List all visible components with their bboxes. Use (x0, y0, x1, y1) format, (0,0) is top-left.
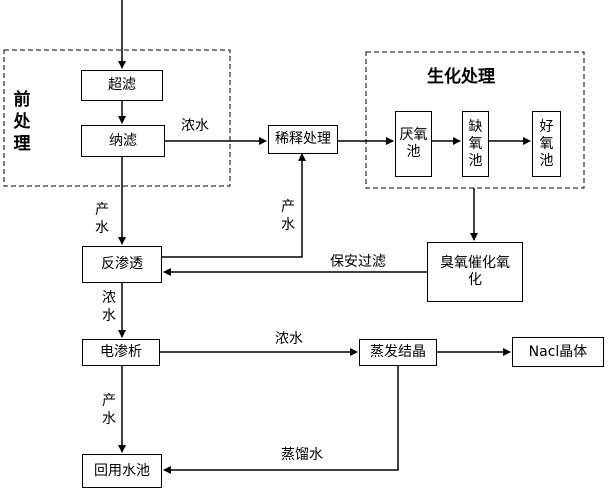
anaerobic-node: 厌氧池 (395, 111, 432, 177)
nf-product-label: 产水 (95, 202, 109, 236)
reverse-osmosis-node: 反渗透 (82, 246, 162, 283)
nacl-node: Nacl晶体 (512, 337, 604, 367)
pretreatment-group-border (3, 49, 231, 187)
nf-concentrate-label: 浓水 (181, 118, 209, 134)
electrodialysis-node: 电渗析 (82, 339, 160, 366)
ro-to-dilution-arrow (162, 153, 306, 258)
evaporation-node: 蒸发结晶 (359, 339, 437, 366)
biochem-group-border (365, 51, 585, 189)
anoxic-node: 缺氧池 (462, 111, 489, 177)
distilled-water-label: 蒸馏水 (281, 447, 323, 463)
ro-product-label: 产水 (281, 199, 295, 233)
evap-to-reuse-arrow (163, 366, 399, 474)
pretreatment-group-title: 前处理 (13, 90, 31, 154)
ultrafiltration-node: 超滤 (81, 70, 163, 101)
reuse-pool-node: 回用水池 (82, 454, 162, 488)
aerobic-node: 好氧池 (532, 111, 561, 177)
biochem-group-title: 生化处理 (427, 67, 495, 87)
ro-concentrate-label: 浓水 (102, 290, 116, 324)
ed-concentrate-label: 浓水 (275, 331, 303, 347)
ozone-oxidation-node: 臭氧催化氧化 (427, 242, 523, 302)
security-filter-label: 保安过滤 (330, 254, 386, 270)
nanofiltration-node: 纳滤 (81, 125, 165, 157)
dilution-node: 稀释处理 (268, 125, 338, 154)
ed-product-label: 产水 (102, 393, 116, 427)
